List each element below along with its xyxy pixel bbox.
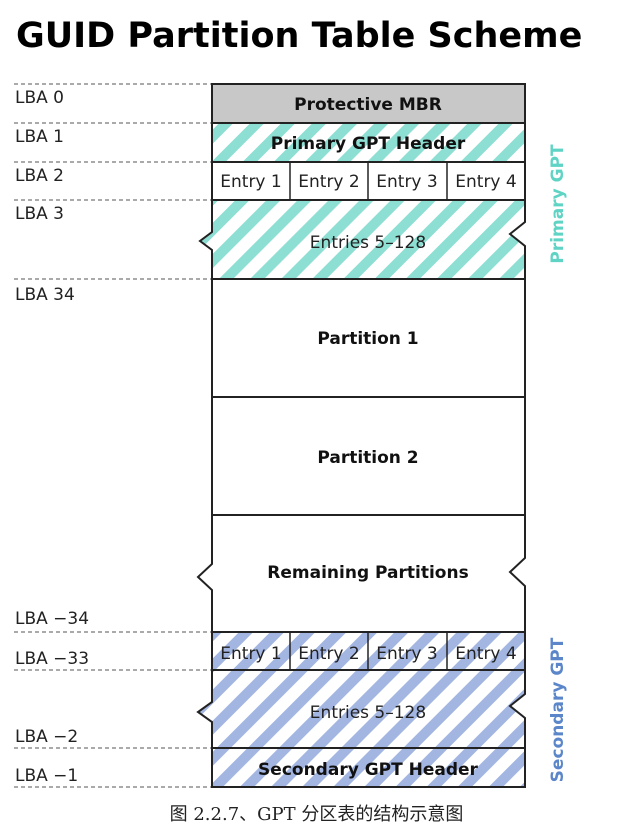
protective-mbr-label: Protective MBR: [294, 95, 442, 115]
primary-entry-1: Entry 1: [220, 172, 281, 192]
figure-caption: 图 2.2.7、GPT 分区表的结构示意图: [169, 804, 464, 825]
secondary-entry-4: Entry 4: [455, 644, 516, 664]
secondary-entries-rest-label: Entries 5–128: [310, 703, 426, 723]
primary-gpt-header-label: Primary GPT Header: [271, 134, 466, 154]
primary-gpt-side-label: Primary GPT: [548, 144, 568, 264]
lba-label-neg34: LBA −34: [15, 609, 89, 629]
secondary-gpt-header-block: [211, 747, 526, 788]
secondary-gpt-side-label: Secondary GPT: [548, 637, 568, 782]
lba-label-3: LBA 3: [15, 204, 64, 224]
partition-2-label: Partition 2: [317, 448, 418, 468]
lba-label-neg1: LBA −1: [15, 766, 78, 786]
partition-2-block: [211, 396, 526, 516]
primary-entries-rest-label: Entries 5–128: [310, 233, 426, 253]
secondary-entry-3: Entry 3: [376, 644, 437, 664]
lba-label-2: LBA 2: [15, 166, 64, 186]
remaining-partitions-label: Remaining Partitions: [267, 563, 468, 583]
secondary-entry-1: Entry 1: [220, 644, 281, 664]
primary-entry-2: Entry 2: [298, 172, 359, 192]
lba-label-34: LBA 34: [15, 285, 75, 305]
lba-label-neg2: LBA −2: [15, 727, 78, 747]
lba-label-neg33: LBA −33: [15, 649, 89, 669]
partition-1-label: Partition 1: [317, 329, 418, 349]
lba-label-0: LBA 0: [15, 88, 64, 108]
lba-label-1: LBA 1: [15, 127, 64, 147]
primary-gpt-header-block: [211, 122, 526, 163]
primary-entry-3: Entry 3: [376, 172, 437, 192]
primary-entry-4: Entry 4: [455, 172, 516, 192]
lba-guides: [14, 83, 212, 788]
secondary-entry-2: Entry 2: [298, 644, 359, 664]
diagram-title: GUID Partition Table Scheme: [16, 16, 582, 56]
secondary-gpt-header-label: Secondary GPT Header: [258, 760, 479, 780]
